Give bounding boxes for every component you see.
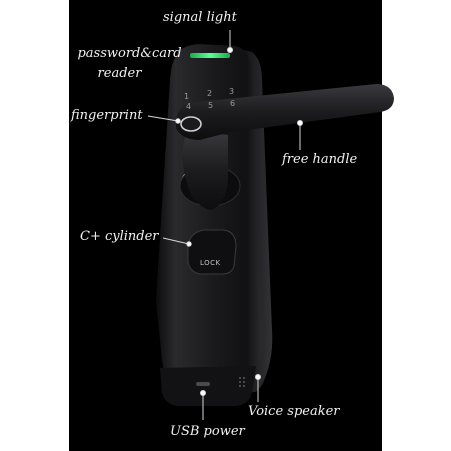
cylinder-cover	[187, 229, 237, 275]
fingerprint-sensor	[180, 116, 202, 132]
keypad-digit: 6	[230, 99, 236, 108]
speaker-grille	[239, 377, 245, 387]
keypad-digit: 3	[229, 87, 235, 96]
keypad-digit: 1	[184, 92, 190, 101]
dot-fingerprint	[175, 118, 181, 124]
handle-neck	[182, 130, 228, 210]
usb-port	[196, 382, 210, 386]
handle-lever	[176, 84, 394, 140]
dot-usb-power	[200, 390, 206, 396]
label-c-plus-cylinder: C+ cylinder	[80, 229, 159, 244]
label-password-card-reader-line1: password&card	[77, 46, 182, 61]
label-password-card-reader-line2: reader	[97, 66, 142, 81]
dot-free-handle	[297, 120, 303, 126]
label-voice-speaker: Voice speaker	[248, 404, 340, 419]
dot-signal-light	[227, 47, 233, 53]
keypad-digit: 4	[186, 102, 192, 111]
label-fingerprint: fingerprint	[71, 108, 143, 123]
signal-light-bar	[190, 53, 230, 58]
leader-fingerprint	[147, 115, 179, 122]
keypad-digit: 5	[208, 101, 214, 110]
dot-cylinder	[186, 241, 192, 247]
cylinder-lock-text: LOCK	[200, 259, 221, 267]
keypad-digit: 2	[207, 89, 213, 98]
leader-cylinder	[162, 237, 190, 245]
label-usb-power: USB power	[170, 424, 245, 439]
label-free-handle: free handle	[282, 152, 358, 167]
label-signal-light: signal light	[163, 10, 237, 25]
dot-voice-speaker	[255, 374, 261, 380]
